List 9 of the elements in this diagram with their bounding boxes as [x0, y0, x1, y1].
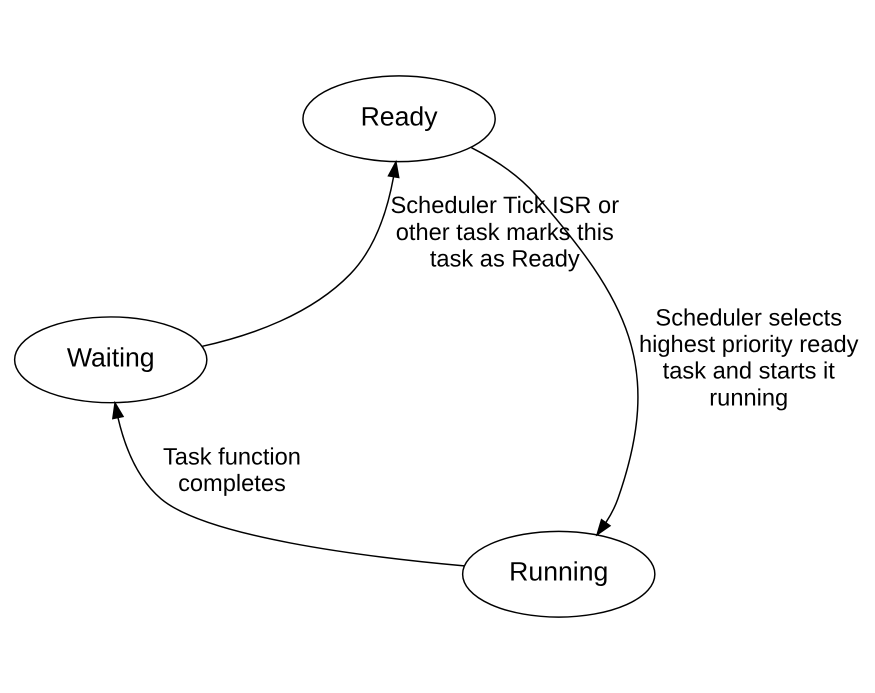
arrow	[112, 400, 464, 567]
node-ellipse: Ready	[302, 75, 496, 162]
node-ellipse: Running	[462, 530, 656, 618]
node-ellipse: Waiting	[14, 316, 208, 404]
edge-label: Scheduler Tick ISR or other task marks this task as Ready	[390, 193, 620, 272]
edge-label: Task function completes	[162, 444, 301, 498]
arrow	[471, 147, 638, 537]
arrow	[202, 160, 400, 348]
edge-label: Scheduler selects highest priority ready task and starts it running	[639, 306, 858, 412]
